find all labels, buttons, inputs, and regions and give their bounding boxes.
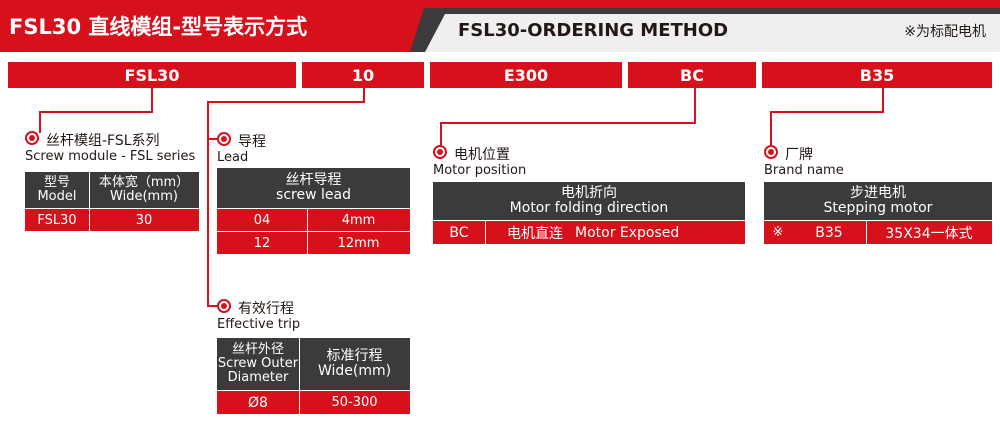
brand-label-zh: 厂牌: [785, 147, 813, 163]
connector-lead-h: [207, 101, 365, 103]
standard-motor-note: ※为标配电机: [904, 24, 986, 40]
motor-position-row-code: BC: [433, 221, 485, 244]
trip-header-stroke-en: Wide(mm): [317, 363, 392, 379]
code-trip: E300: [430, 62, 622, 88]
motor-position-label-en: Motor position: [433, 163, 527, 178]
connector-lead: [363, 88, 365, 103]
series-header-model-en: Model: [37, 189, 77, 204]
trip-row-stroke: 50-300: [299, 391, 410, 414]
series-header-divider: [89, 172, 90, 208]
series-header-width-en: Wide(mm): [110, 189, 178, 204]
brand-row-standard-mark: ※: [764, 221, 792, 244]
trip-header-diameter-en1: Screw Outer: [217, 355, 299, 371]
series-label-en: Screw module - FSL series: [25, 149, 196, 164]
trip-header-diameter: 丝杆外径 Screw Outer Diameter: [217, 338, 299, 390]
lead-row-1-code: 04: [217, 209, 307, 231]
page-title: FSL30 直线模组-型号表示方式: [9, 15, 308, 39]
code-motor-position: BC: [628, 62, 756, 88]
series-header-model: 型号 Model: [25, 172, 89, 208]
code-lead: 10: [302, 62, 424, 88]
brand-bullet-icon: [764, 145, 778, 159]
header-light-panel: [425, 14, 1000, 52]
trip-row-divider: [299, 391, 300, 414]
connector-motor-position: [694, 88, 696, 124]
series-header-model-zh: 型号: [43, 174, 70, 190]
motor-position-header: 电机折向 Motor folding direction: [433, 182, 745, 220]
trip-row-diameter: Ø8: [217, 391, 299, 414]
lead-row-2-value: 12mm: [307, 232, 410, 254]
motor-position-row-desc: 电机直连 Motor Exposed: [485, 221, 745, 244]
series-row-width: 30: [89, 209, 199, 231]
page-subtitle: FSL30-ORDERING METHOD: [458, 20, 729, 41]
series-label-zh: 丝杆模组-FSL系列: [46, 133, 160, 149]
motor-position-header-en: Motor folding direction: [509, 200, 669, 216]
connector-trip-tick: [207, 305, 219, 307]
brand-label-en: Brand name: [764, 163, 844, 178]
motor-position-header-zh: 电机折向: [561, 184, 617, 201]
connector-brand-h: [770, 111, 884, 113]
motor-position-label-zh: 电机位置: [454, 147, 510, 163]
brand-row-desc: 35X34一体式: [866, 221, 992, 244]
brand-header: 步进电机 Stepping motor: [764, 182, 992, 220]
connector-motor-position-h: [440, 122, 696, 124]
connector-lead-tick: [207, 138, 219, 140]
code-brand: B35: [762, 62, 992, 88]
brand-row-divider: [866, 221, 867, 244]
lead-row-separator: [217, 231, 410, 232]
connector-series: [151, 88, 153, 112]
lead-header: 丝杆导程 screw lead: [217, 168, 410, 208]
lead-bullet-icon: [217, 132, 231, 146]
brand-header-zh: 步进电机: [850, 184, 906, 201]
trip-header-stroke-zh: 标准行程: [326, 347, 383, 364]
brand-row-code: B35: [792, 221, 866, 244]
lead-label-zh: 导程: [238, 134, 266, 150]
lead-label-en: Lead: [217, 150, 249, 165]
motor-position-row-desc-zh: 电机直连: [507, 225, 563, 242]
trip-bullet-icon: [217, 299, 231, 313]
brand-header-en: Stepping motor: [823, 200, 933, 216]
lead-row-1-value: 4mm: [307, 209, 410, 231]
trip-label-en: Effective trip: [217, 317, 301, 332]
series-header-width: 本体宽（mm） Wide(mm): [89, 172, 199, 208]
code-series: FSL30: [8, 62, 296, 88]
trip-header-stroke: 标准行程 Wide(mm): [299, 338, 410, 390]
trip-label-zh: 有效行程: [238, 301, 294, 317]
lead-header-zh: 丝杆导程: [285, 171, 342, 188]
trip-header-divider: [299, 338, 300, 390]
connector-series-h: [39, 111, 153, 113]
connector-brand: [882, 88, 884, 112]
lead-row-2-code: 12: [217, 232, 307, 254]
connector-motor-position-v: [440, 122, 442, 147]
series-bullet-icon: [25, 131, 39, 145]
connector-brand-v: [770, 111, 772, 147]
series-row-model: FSL30: [25, 209, 89, 231]
series-header-width-zh: 本体宽（mm）: [98, 174, 190, 190]
lead-header-en: screw lead: [276, 187, 351, 203]
connector-lead-v: [207, 101, 209, 307]
trip-header-diameter-en2: Diameter: [227, 370, 289, 386]
motor-position-row-desc-en: Motor Exposed: [575, 224, 680, 241]
connector-series-v: [39, 111, 41, 133]
series-row-divider: [89, 209, 90, 231]
motor-position-bullet-icon: [433, 145, 447, 159]
trip-header-diameter-zh: 丝杆外径: [231, 341, 284, 357]
motor-position-row-divider: [485, 221, 486, 244]
